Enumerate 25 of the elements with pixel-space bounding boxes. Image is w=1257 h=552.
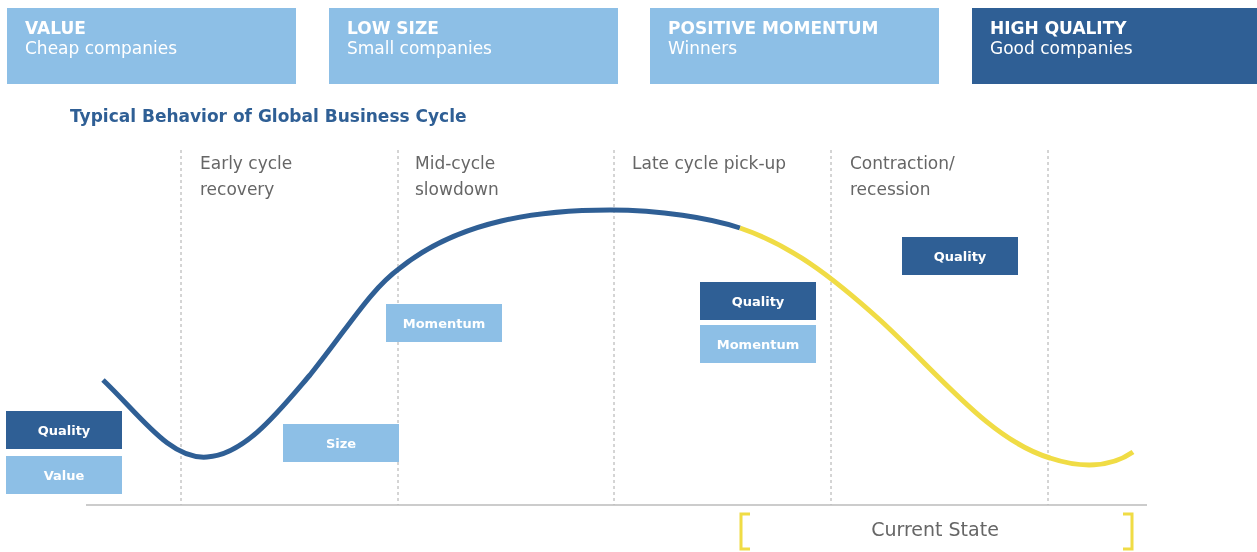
factor-tag: Quality <box>902 237 1018 275</box>
factor-description: Good companies <box>990 38 1134 58</box>
factor-box <box>650 8 939 84</box>
factor-name: HIGH QUALITY <box>990 18 1128 38</box>
factor-tag: Quality <box>700 282 816 320</box>
chart-title: Typical Behavior of Global Business Cycle <box>70 106 467 126</box>
phase-label: Mid-cycle slowdown <box>415 152 500 201</box>
factor-name: POSITIVE MOMENTUM <box>668 18 880 38</box>
factor-tag: Size <box>283 424 399 462</box>
phase-label: Late cycle pick-up <box>632 152 788 175</box>
factor-tag: Momentum <box>700 325 816 363</box>
factor-box <box>329 8 618 84</box>
range-label: Current State <box>870 517 1000 542</box>
factor-tag: Quality <box>6 411 122 449</box>
phase-label: Early cycle recovery <box>200 152 294 201</box>
factor-box <box>7 8 296 84</box>
phase-label: Contraction/ recession <box>850 152 956 201</box>
factor-description: Cheap companies <box>25 38 179 58</box>
factor-box <box>972 8 1257 84</box>
factor-name: LOW SIZE <box>347 18 440 38</box>
factor-description: Small companies <box>347 38 493 58</box>
factor-tag: Value <box>6 456 122 494</box>
factor-name: VALUE <box>25 18 87 38</box>
factor-tag: Momentum <box>386 304 502 342</box>
factor-description: Winners <box>668 38 738 58</box>
